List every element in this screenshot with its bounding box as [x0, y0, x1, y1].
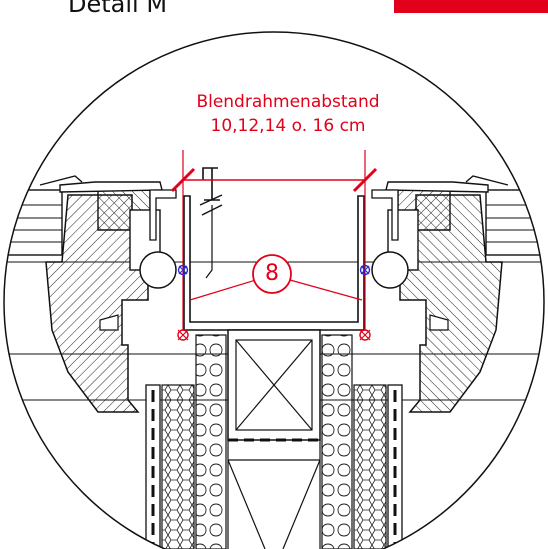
central-beam — [227, 329, 321, 442]
lower-structure — [227, 440, 321, 549]
u-channel-profile — [183, 167, 365, 331]
callout-circle — [252, 254, 292, 294]
dimension-label-line2: 10,12,14 o. 16 cm — [210, 116, 366, 136]
right-frame — [371, 175, 509, 413]
header-accent-bar — [394, 0, 548, 13]
left-insulation — [145, 334, 227, 549]
detail-circle-content — [4, 150, 544, 549]
detail-circle-outline — [3, 31, 545, 549]
right-insulation — [321, 334, 403, 549]
dimension-line — [170, 150, 378, 330]
callout-number: 8 — [265, 261, 279, 286]
detail-title: Detail M — [68, 0, 168, 18]
screw-markers — [177, 264, 371, 341]
left-frame — [39, 175, 177, 413]
dimension-label-line1: Blendrahmenabstand — [196, 92, 380, 112]
callout-leaders — [189, 279, 363, 301]
